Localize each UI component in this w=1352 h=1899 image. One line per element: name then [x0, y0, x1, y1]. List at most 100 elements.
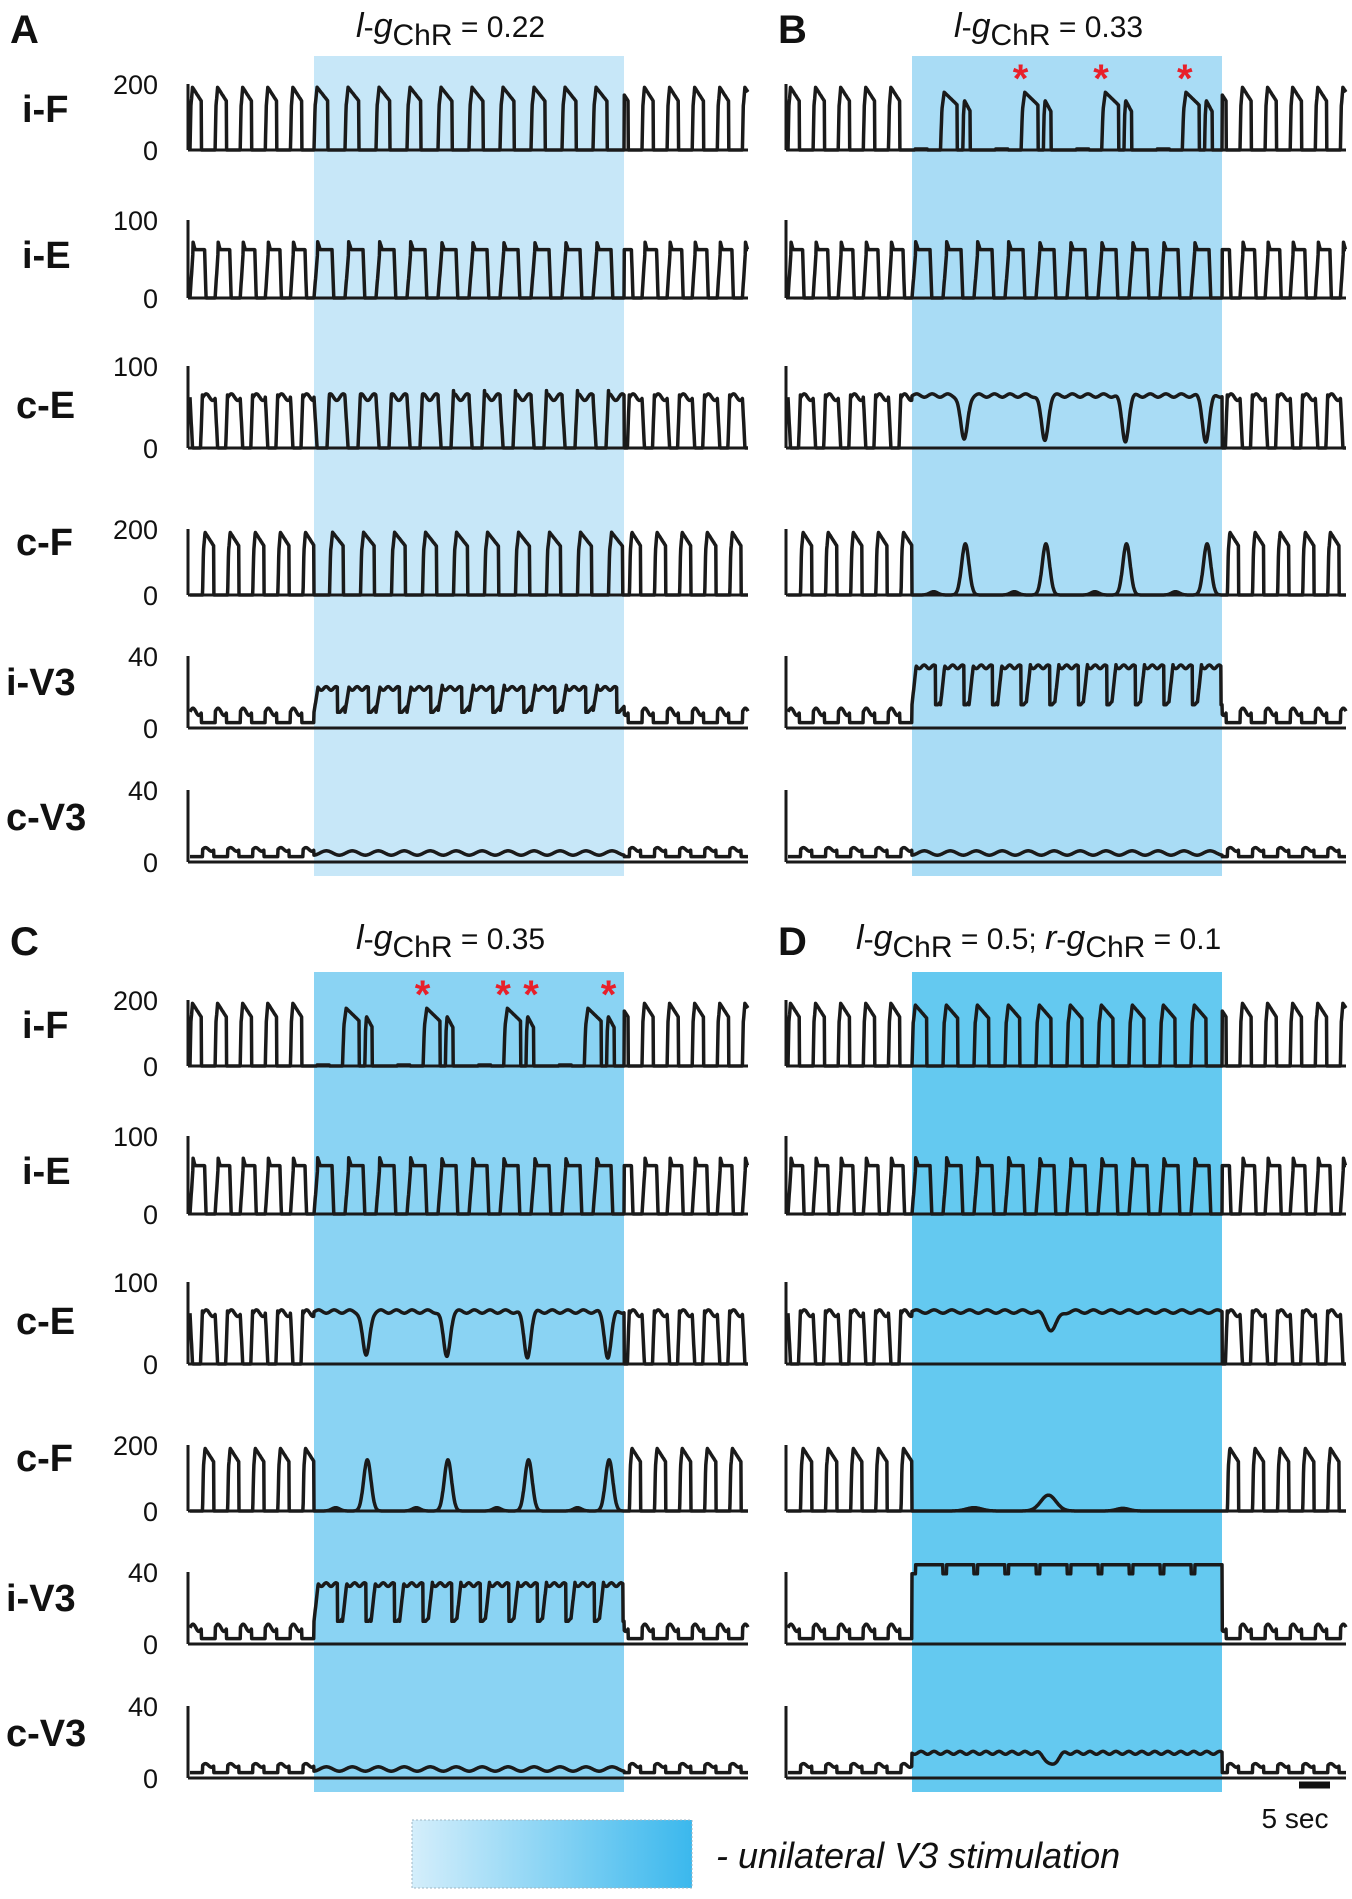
star-marker: *	[1177, 57, 1193, 101]
trace-c-f	[786, 530, 1348, 597]
title-dash: -	[364, 11, 374, 44]
title-l2: r	[1045, 919, 1058, 957]
y-tick-label: 200	[113, 986, 158, 1016]
trace-i-f	[188, 85, 750, 152]
trace-i-e	[188, 1156, 750, 1216]
panel-title-c: l-gChR = 0.35	[356, 919, 545, 964]
panel-title-d: l-gChR = 0.5; r-gChR = 0.1	[856, 919, 1221, 964]
row-label-i-e: i-E	[22, 1151, 71, 1193]
title-l: l	[954, 7, 963, 45]
trace-i-e	[188, 240, 750, 300]
panel-letter-d: D	[778, 920, 807, 964]
panel-title-a: l-gChR = 0.22	[356, 7, 545, 52]
star-marker: *	[601, 973, 617, 1017]
y-tick-label: 0	[143, 284, 158, 314]
title-sub: ChR	[990, 19, 1050, 52]
trace-c-v3	[786, 1749, 1348, 1775]
y-tick-label: 200	[113, 515, 158, 545]
panel-letter-b: B	[778, 8, 807, 52]
title-dash: -	[962, 11, 972, 44]
row-label-i-e: i-E	[22, 235, 71, 277]
stim-shading	[314, 56, 624, 876]
y-tick-label: 0	[143, 848, 158, 878]
y-tick-label: 0	[143, 1497, 158, 1527]
trace-i-e	[786, 1156, 1348, 1216]
title-sub: ChR	[392, 19, 452, 52]
y-tick-label: 0	[143, 714, 158, 744]
trace-i-v3	[786, 662, 1348, 725]
star-marker: *	[1093, 57, 1109, 101]
trace-c-f	[188, 1446, 750, 1513]
y-tick-label: 100	[113, 1122, 158, 1152]
panel-letter-c: C	[10, 920, 39, 964]
row-label-c-f: c-F	[16, 522, 73, 564]
title-g: g	[972, 7, 991, 45]
trace-c-v3	[188, 845, 750, 859]
title-value: = 0.33	[1051, 11, 1144, 44]
y-tick-label: 0	[143, 1350, 158, 1380]
panel-title-b: l-gChR = 0.33	[954, 7, 1143, 52]
y-tick-label: 0	[143, 434, 158, 464]
stim-shading	[912, 972, 1222, 1792]
y-tick-label: 40	[128, 642, 158, 672]
row-label-i-f: i-F	[22, 1005, 68, 1047]
title-g: g	[374, 7, 393, 45]
star-marker: *	[495, 973, 511, 1017]
title-dash: -	[364, 923, 374, 956]
y-tick-label: 40	[128, 1558, 158, 1588]
trace-c-f	[188, 530, 750, 597]
title-g: g	[874, 919, 893, 957]
row-label-i-v3: i-V3	[6, 1578, 76, 1620]
trace-c-e	[786, 1308, 1348, 1366]
trace-i-f	[786, 1001, 1348, 1068]
legend-swatch	[411, 1819, 693, 1889]
star-marker: *	[523, 973, 539, 1017]
y-tick-label: 0	[143, 1052, 158, 1082]
trace-i-f	[786, 85, 1348, 152]
y-tick-label: 0	[143, 581, 158, 611]
trace-c-v3	[188, 1761, 750, 1775]
title-g2: g	[1066, 919, 1085, 957]
title-value: = 0.22	[453, 11, 546, 44]
trace-i-v3	[786, 1563, 1348, 1641]
y-tick-label: 0	[143, 1200, 158, 1230]
row-label-c-f: c-F	[16, 1438, 73, 1480]
panel-b: * * *	[784, 56, 1348, 876]
row-label-c-v3: c-V3	[6, 797, 86, 839]
title-l: l	[356, 919, 365, 957]
trace-i-f	[188, 1001, 750, 1068]
trace-c-v3	[786, 845, 1348, 859]
stim-shading	[314, 972, 624, 1792]
panel-letter-a: A	[10, 8, 39, 52]
title-value: = 0.5;	[953, 923, 1046, 956]
legend-label: - unilateral V3 stimulation	[716, 1835, 1120, 1876]
title-value2: = 0.1	[1145, 923, 1221, 956]
trace-i-e	[786, 240, 1348, 300]
y-tick-label: 200	[113, 1431, 158, 1461]
y-tick-label: 100	[113, 1268, 158, 1298]
trace-c-e	[188, 388, 750, 450]
y-tick-label: 40	[128, 776, 158, 806]
y-tick-label: 40	[128, 1692, 158, 1722]
title-sub: ChR	[392, 931, 452, 964]
scale-bar-label: 5 sec	[1262, 1803, 1329, 1834]
title-dash2: -	[1056, 923, 1066, 956]
title-l: l	[356, 7, 365, 45]
title-dash: -	[864, 923, 874, 956]
trace-c-e	[188, 1308, 750, 1366]
y-tick-label: 100	[113, 206, 158, 236]
row-label-c-e: c-E	[16, 1301, 75, 1343]
y-tick-label: 0	[143, 1630, 158, 1660]
row-label-i-v3: i-V3	[6, 662, 76, 704]
row-label-i-f: i-F	[22, 89, 68, 131]
y-tick-label: 0	[143, 136, 158, 166]
star-marker: *	[1013, 57, 1029, 101]
trace-c-e	[786, 392, 1348, 450]
panel-d	[784, 972, 1348, 1792]
title-value: = 0.35	[453, 923, 546, 956]
y-tick-label: 0	[143, 1764, 158, 1794]
star-marker: *	[415, 973, 431, 1017]
